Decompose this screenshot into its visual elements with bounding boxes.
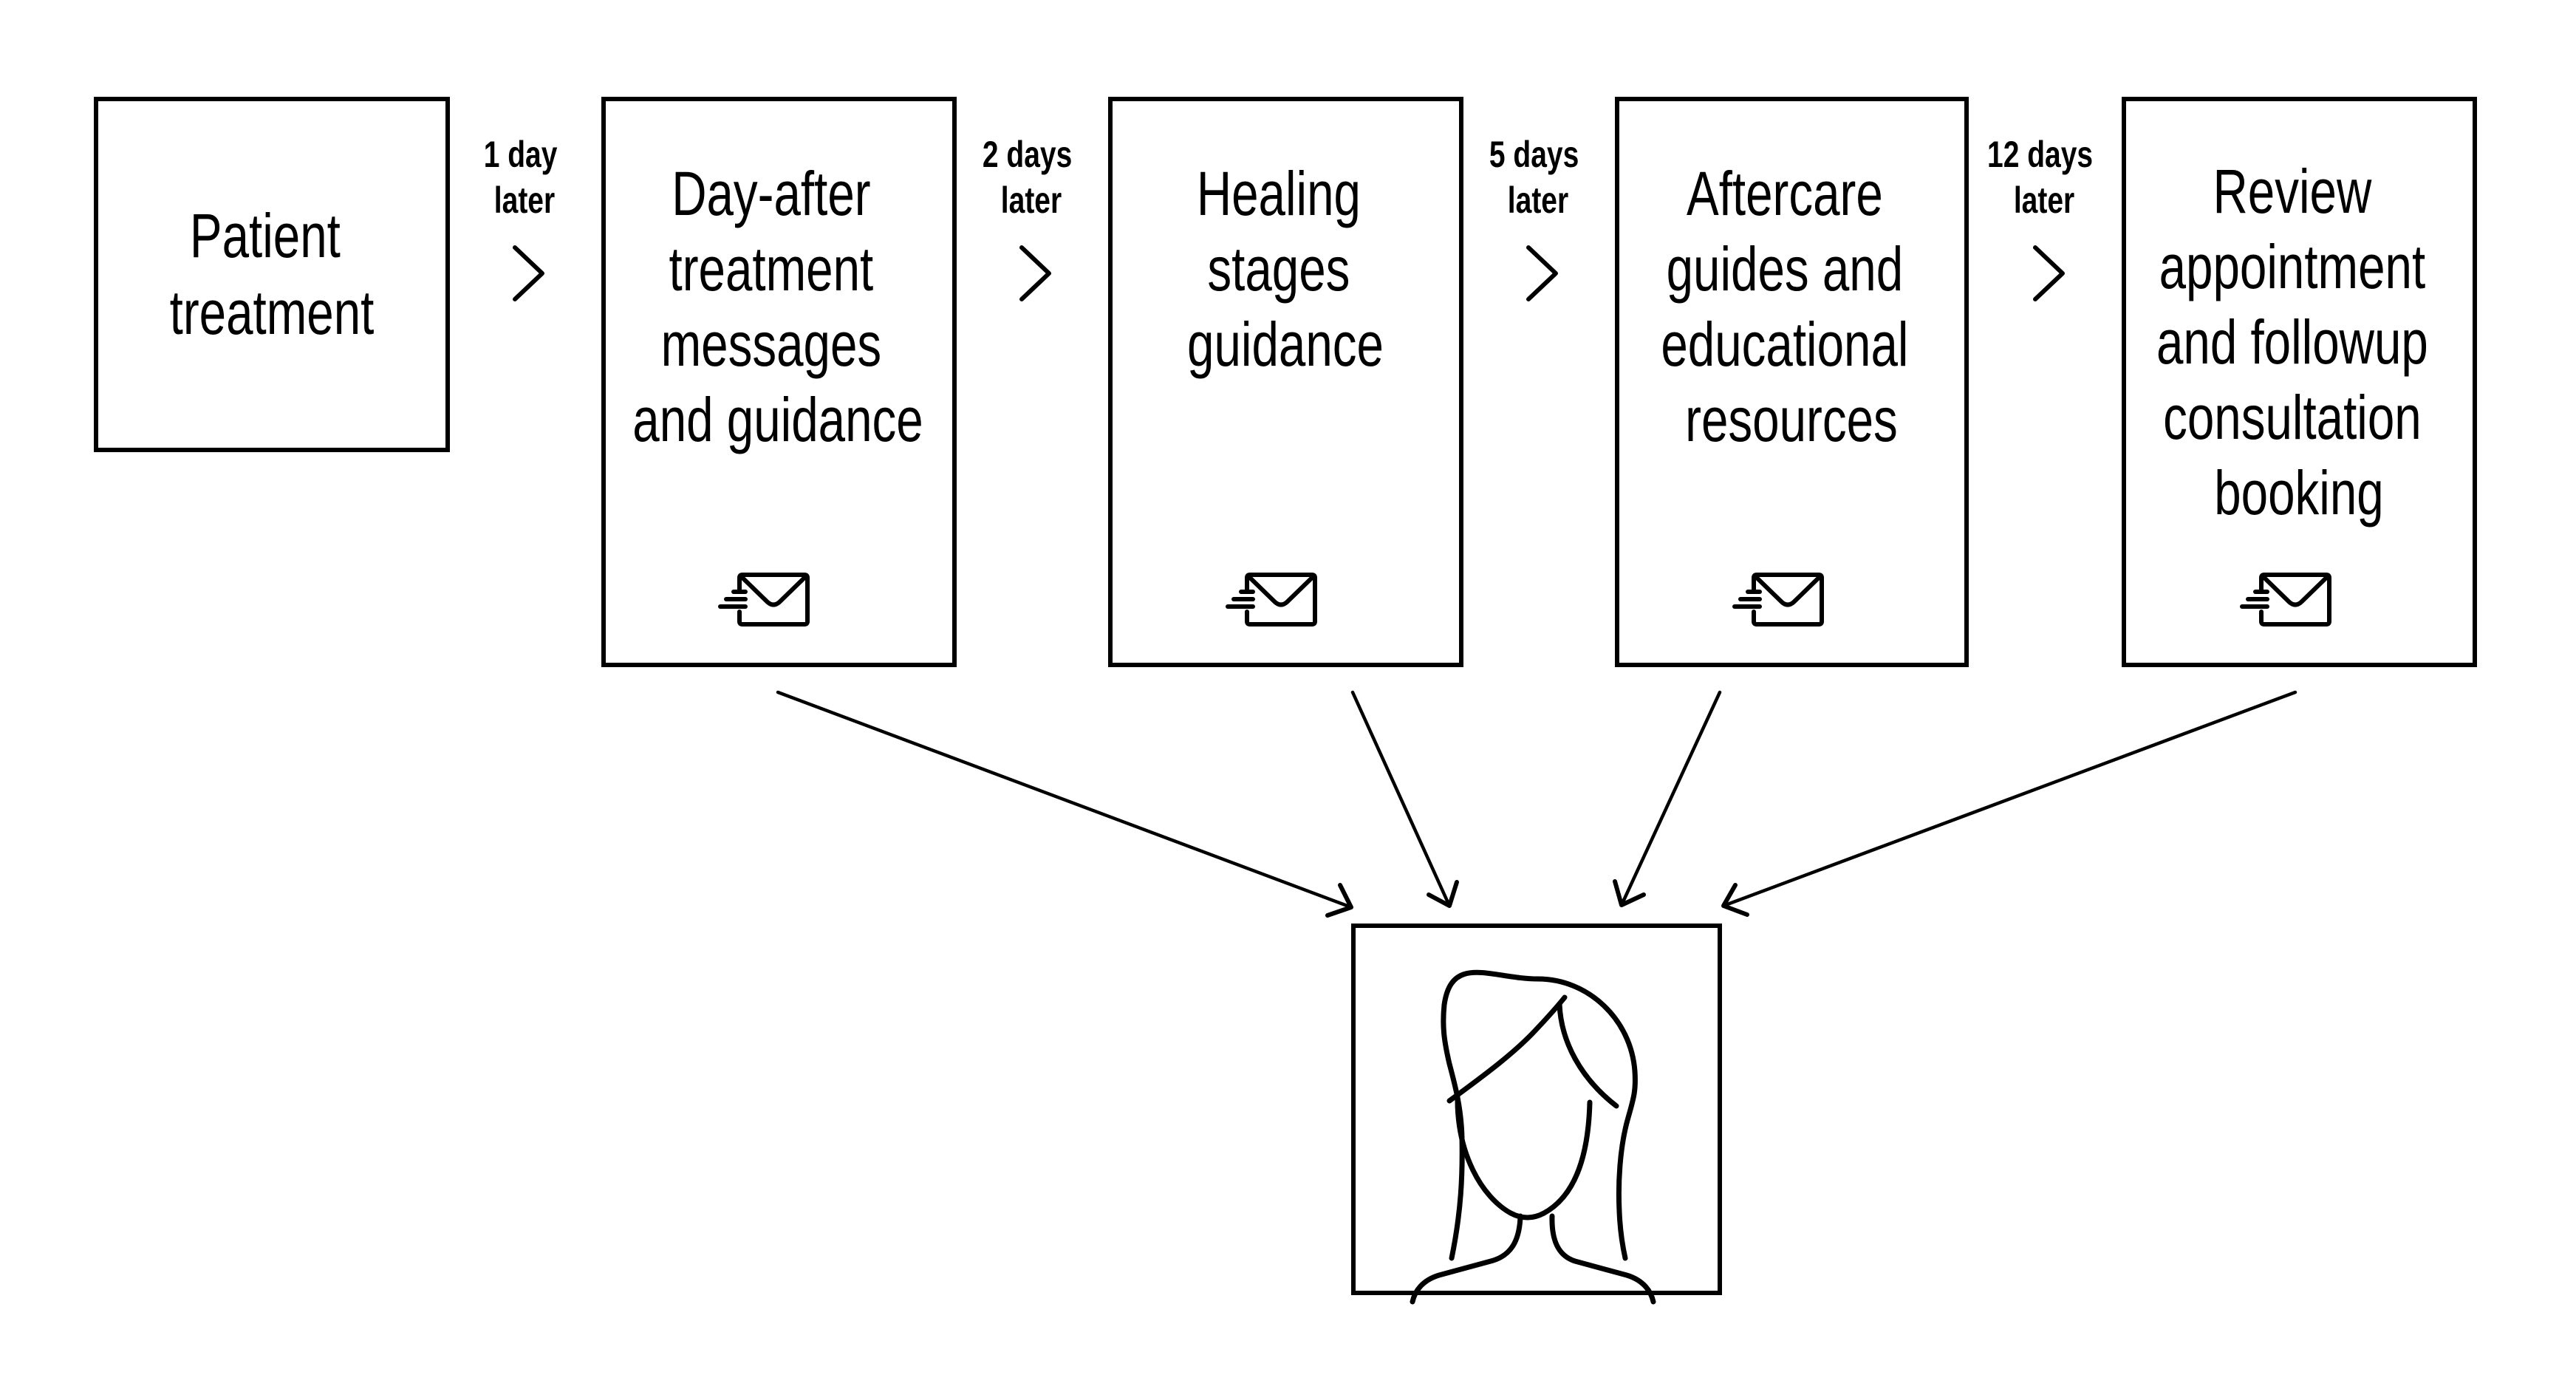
step-label-line: Review [2213, 157, 2372, 226]
step-label-line: messages [661, 310, 882, 379]
transition-label-line: 2 days [983, 133, 1072, 175]
step-label-line: guidance [1187, 310, 1384, 379]
transition-label: 5 days later [1489, 133, 1587, 221]
transition-label: 1 day later [484, 133, 566, 221]
step-label: Day-after treatment messages and guidanc… [632, 159, 923, 454]
step-box [1615, 97, 1969, 667]
recipient [1351, 924, 1722, 1295]
step-box [1108, 97, 1463, 667]
transition-1: 1 day later [484, 133, 566, 301]
step-healing-stages: Healing stages guidance [1108, 97, 1463, 667]
transition-label-line: 5 days [1489, 133, 1579, 175]
chevron-right-icon [1526, 245, 1558, 301]
step-aftercare-guides: Aftercare guides and educational resourc… [1615, 97, 1969, 667]
chevron-right-icon [1019, 245, 1051, 301]
step-label: Aftercare guides and educational resourc… [1661, 159, 1921, 454]
transition-2: 2 days later [983, 133, 1080, 301]
transition-label-line: later [2014, 179, 2074, 221]
chevron-right-icon [2033, 245, 2065, 301]
recipient-box [1351, 924, 1722, 1295]
step-label-line: guides and [1667, 234, 1904, 304]
step-label-line: appointment [2159, 232, 2426, 301]
transition-label: 12 days later [1987, 133, 2101, 221]
arrow-day-after-to-recipient [776, 690, 1353, 918]
step-label-line: treatment [170, 278, 375, 347]
step-label-line: booking [2214, 458, 2383, 528]
transition-label-line: 1 day [484, 133, 558, 175]
step-label: Review appointment and followup consulta… [2156, 157, 2442, 528]
step-day-after: Day-after treatment messages and guidanc… [601, 97, 957, 667]
step-label-line: resources [1685, 385, 1898, 454]
step-label: Patient treatment [170, 201, 375, 347]
connection-arrows [776, 690, 2297, 918]
transition-label-line: later [1001, 179, 1062, 221]
transition-4: 12 days later [1987, 133, 2101, 301]
step-label-line: consultation [2163, 383, 2422, 452]
arrow-review-to-recipient [1721, 690, 2297, 917]
transition-3: 5 days later [1489, 133, 1587, 301]
transition-label: 2 days later [983, 133, 1080, 221]
step-label-line: Day-after [672, 159, 870, 228]
step-label-line: educational [1661, 310, 1908, 379]
step-box [601, 97, 957, 667]
step-box [94, 97, 450, 452]
chevron-right-icon [513, 245, 544, 301]
step-box [2122, 97, 2477, 667]
step-label-line: Aftercare [1687, 159, 1883, 228]
step-label-line: and guidance [632, 385, 923, 454]
step-label-line: Patient [190, 201, 341, 270]
step-label-line: and followup [2156, 307, 2428, 377]
step-label-line: stages [1207, 234, 1350, 304]
transition-label-line: later [494, 179, 555, 221]
step-review-appointment: Review appointment and followup consulta… [2122, 97, 2477, 667]
arrow-healing-to-recipient [1350, 690, 1459, 908]
transition-label-line: later [1508, 179, 1568, 221]
step-label: Healing stages guidance [1187, 159, 1384, 379]
step-label-line: treatment [669, 234, 874, 304]
transition-label-line: 12 days [1987, 133, 2093, 175]
step-label-line: Healing [1197, 159, 1361, 228]
arrow-aftercare-to-recipient [1613, 690, 1722, 907]
step-patient-treatment: Patient treatment [94, 97, 450, 452]
